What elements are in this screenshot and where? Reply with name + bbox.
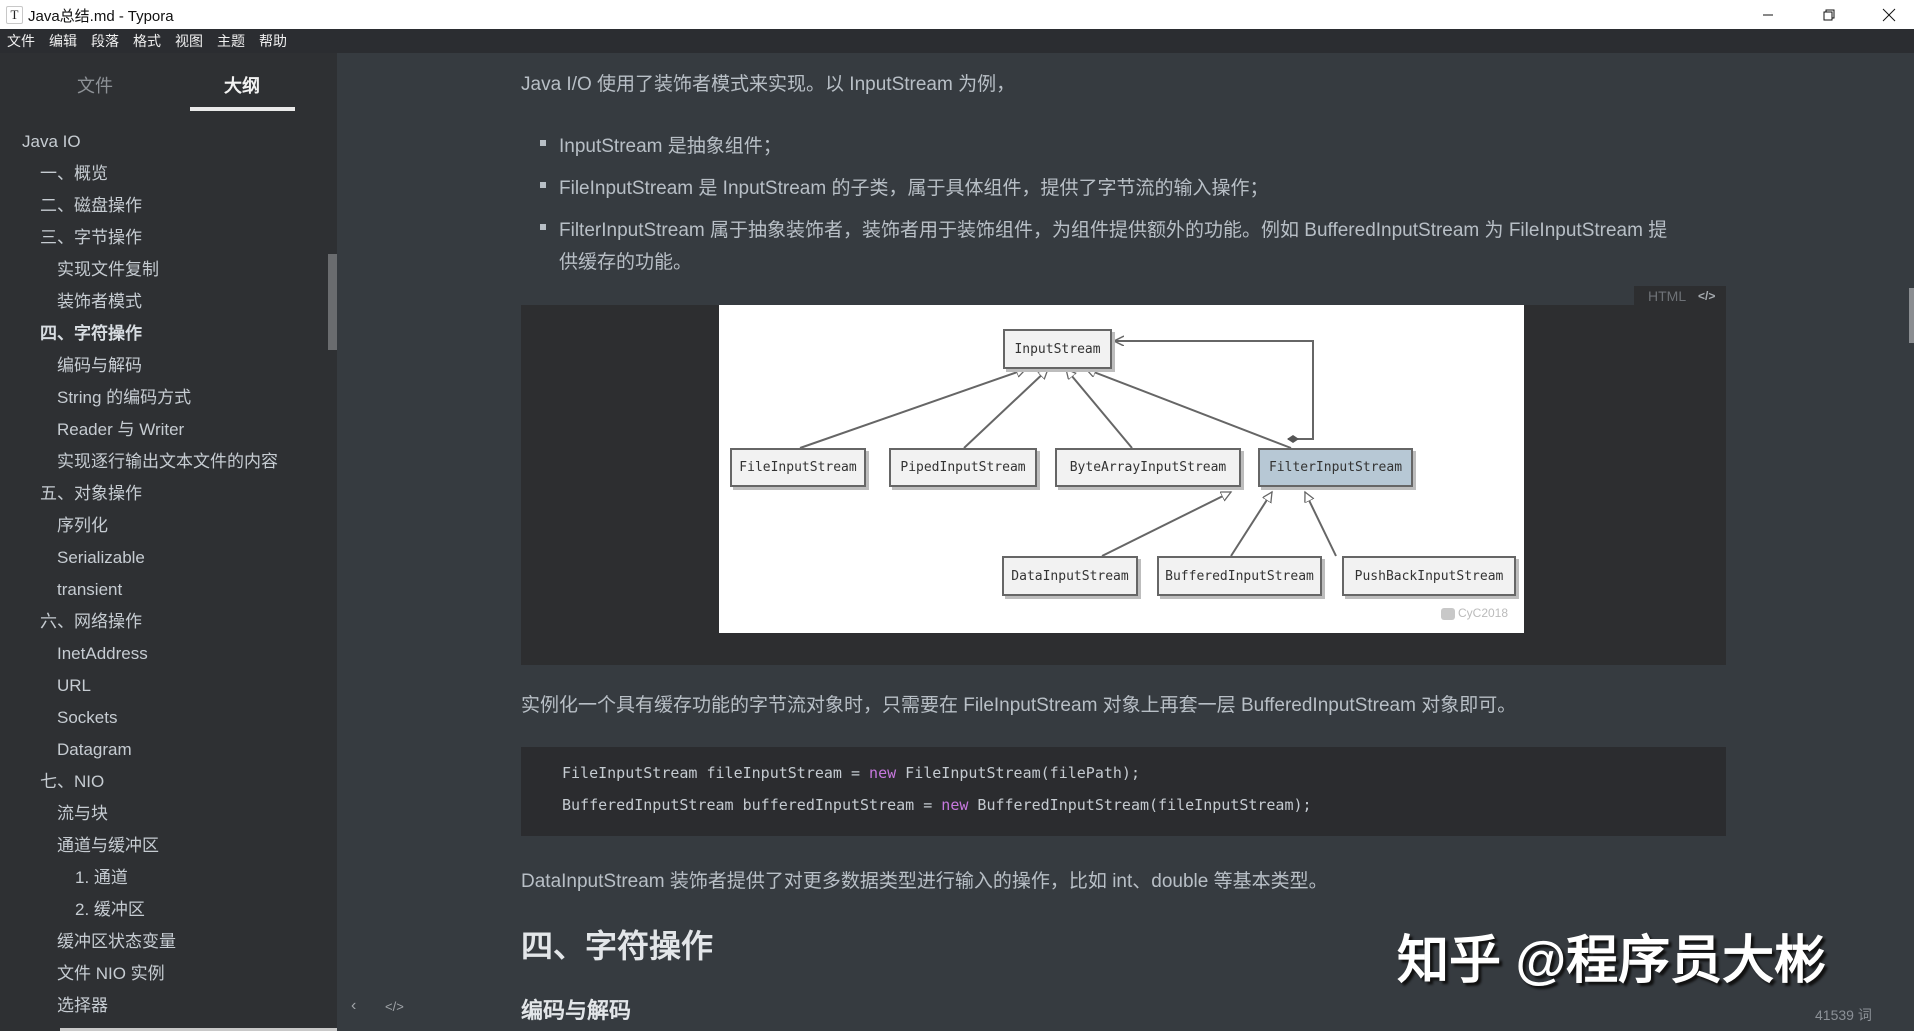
credit-text: CyC2018 [1458,606,1509,620]
outline-item[interactable]: Reader 与 Writer [57,420,185,439]
outline-item[interactable]: 2. 缓冲区 [75,900,145,919]
outline-item[interactable]: Serializable [57,548,145,567]
uml-diagram: InputStream FileInputStream PipedInputSt… [719,305,1524,633]
outline-item[interactable]: 七、NIO [40,772,105,791]
outline-item[interactable]: Sockets [57,708,118,727]
list-item-continuation: 供缓存的功能。 [559,252,693,273]
menu-edit[interactable]: 编辑 [49,33,77,49]
heading-h2: 四、字符操作 [521,928,714,964]
outline-item[interactable]: String 的编码方式 [57,388,192,407]
outline-item[interactable]: 缓冲区状态变量 [57,932,176,951]
menu-view[interactable]: 视图 [175,33,203,49]
outline-item[interactable]: 三、字节操作 [40,228,142,247]
code-block[interactable]: FileInputStream fileInputStream = new Fi… [521,747,1726,836]
diagram-credit: CyC2018 [1441,606,1508,620]
paragraph: 实例化一个具有缓存功能的字节流对象时，只需要在 FileInputStream … [521,695,1517,716]
menu-help[interactable]: 帮助 [259,33,287,49]
outline-item[interactable]: 实现逐行输出文本文件的内容 [57,452,278,471]
word-count[interactable]: 41539 词 [1815,1007,1872,1023]
tab-files[interactable]: 文件 [77,76,113,96]
code-text: BufferedInputStream(fileInputStream); [968,796,1312,814]
outline-item[interactable]: 五、对象操作 [40,484,142,503]
code-text: FileInputStream fileInputStream = [562,764,870,782]
outline-item[interactable]: 装饰者模式 [57,292,142,311]
restore-icon [1823,9,1835,20]
menu-file[interactable]: 文件 [7,33,35,49]
minimize-button[interactable] [1745,0,1791,29]
outline-item[interactable]: 1. 通道 [75,868,128,887]
code-line-2: BufferedInputStream bufferedInputStream … [562,796,1312,814]
paragraph: DataInputStream 装饰者提供了对更多数据类型进行输入的操作，比如 … [521,871,1328,892]
outline-item[interactable]: 序列化 [57,516,108,535]
html-block-label[interactable]: HTML </> [1634,286,1726,306]
outline-item[interactable]: 一、概览 [40,164,108,183]
outline-item[interactable]: 编码与解码 [57,356,142,375]
list-item: FileInputStream 是 InputStream 的子类，属于具体组件… [559,178,1269,199]
outline-item[interactable]: 选择器 [57,996,108,1015]
uml-box-bufferedinputstream: BufferedInputStream [1157,556,1322,596]
restore-button[interactable] [1806,0,1852,29]
list-item: FilterInputStream 属于抽象装饰者，装饰者用于装饰组件，为组件提… [559,220,1668,241]
bullet-icon [540,224,546,230]
outline-item[interactable]: Java IO [22,132,81,151]
menu-theme[interactable]: 主题 [217,33,245,49]
collapse-sidebar-icon[interactable]: ‹ [351,997,357,1014]
outline-item[interactable]: URL [57,676,92,695]
uml-box-pushbackinputstream: PushBackInputStream [1342,556,1516,596]
code-line-1: FileInputStream fileInputStream = new Fi… [562,764,1140,782]
html-label-text: HTML [1648,288,1687,304]
outline-item[interactable]: 文件 NIO 实例 [57,964,165,983]
outline-item[interactable]: 通道与缓冲区 [57,836,159,855]
intro-paragraph: Java I/O 使用了装饰者模式来实现。以 InputStream 为例， [521,74,1016,95]
menu-format[interactable]: 格式 [133,33,161,49]
menu-bar: 文件 编辑 段落 格式 视图 主题 帮助 [0,29,1914,53]
sidebar: 文件 大纲 Java IO 一、概览 二、磁盘操作 三、字节操作 实现文件复制 … [0,53,490,1031]
bullet-icon [540,182,546,188]
outline-item[interactable]: 六、网络操作 [40,612,142,631]
minimize-icon [1763,14,1773,15]
watermark: 知乎 @程序员大彬 [1397,932,1827,990]
outline-item[interactable]: Datagram [57,740,132,759]
outline-item[interactable]: InetAddress [57,644,148,663]
typora-app-icon: T [6,6,23,24]
window-title: Java总结.md - Typora [28,8,174,25]
outline-item[interactable]: 流与块 [57,804,108,823]
outline-item[interactable]: 实现文件复制 [57,260,159,279]
sidebar-scrollbar[interactable] [328,254,337,350]
code-text: BufferedInputStream bufferedInputStream … [562,796,942,814]
outline-item[interactable]: transient [57,580,123,599]
uml-box-filterinputstream: FilterInputStream [1258,448,1413,487]
source-mode-icon[interactable]: </> [385,999,404,1014]
menu-paragraph[interactable]: 段落 [91,33,119,49]
code-view-icon[interactable]: </> [1698,289,1716,303]
uml-box-bytearrayinputstream: ByteArrayInputStream [1055,448,1241,487]
diagram-arrows [799,305,1337,557]
uml-box-datainputstream: DataInputStream [1002,556,1138,596]
bullet-icon [540,140,546,146]
list-item: InputStream 是抽象组件； [559,136,782,157]
code-text: FileInputStream(filePath); [896,764,1140,782]
close-button[interactable] [1866,0,1912,29]
uml-box-pipedinputstream: PipedInputStream [889,448,1037,487]
close-icon [1882,8,1896,21]
outline-item-active[interactable]: 四、字符操作 [40,324,142,343]
code-keyword: new [941,796,969,814]
editor-scrollbar[interactable] [1909,288,1914,343]
outline-item[interactable]: 二、磁盘操作 [40,196,142,215]
sidebar-horizontal-scrollbar[interactable] [60,1028,490,1031]
active-tab-indicator [190,107,295,111]
uml-box-inputstream: InputStream [1003,329,1112,369]
github-cat-icon [1441,607,1455,620]
tab-outline[interactable]: 大纲 [224,76,260,96]
uml-box-fileinputstream: FileInputStream [730,448,866,487]
heading-h3: 编码与解码 [521,998,632,1023]
code-keyword: new [869,764,897,782]
title-bar: T Java总结.md - Typora [0,0,1914,29]
